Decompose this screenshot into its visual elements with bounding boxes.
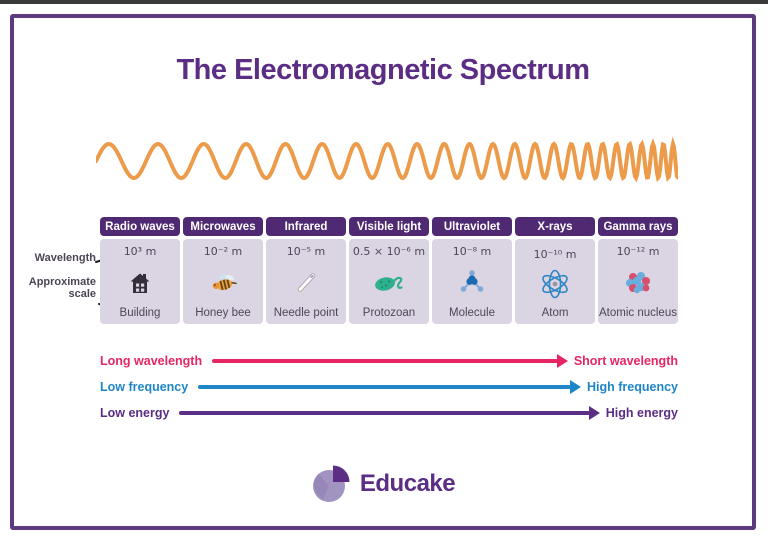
wavelength-value: 0.5 × 10⁻⁶ m — [352, 245, 426, 258]
trend-arrows: Long wavelength Short wavelength Low fre… — [100, 352, 678, 430]
atomic-nucleus-icon — [624, 267, 652, 299]
column-header: X-rays — [515, 217, 595, 236]
atom-icon — [539, 268, 571, 300]
spectrum-column-ultraviolet: Ultraviolet 10⁻⁸ m Molecule — [432, 217, 512, 324]
spectrum-column-gamma-rays: Gamma rays 10⁻¹² m A — [598, 217, 678, 324]
trend-right-label: Short wavelength — [573, 354, 678, 368]
scale-label: Needle point — [273, 307, 339, 319]
column-body: 10³ m Building — [100, 239, 180, 324]
honey-bee-icon — [208, 267, 238, 299]
column-header: Ultraviolet — [432, 217, 512, 236]
wavelength-value: 10⁻² m — [203, 245, 243, 258]
spectrum-table: Radio waves 10³ m Building — [100, 217, 678, 324]
em-wave-chirp — [96, 136, 678, 183]
trend-left-label: Low energy — [100, 406, 170, 420]
protozoan-icon — [372, 267, 406, 299]
page-title: The Electromagnetic Spectrum — [176, 54, 590, 86]
column-body: 10⁻⁸ m Molecule — [432, 239, 512, 324]
wavelength-value: 10⁻⁵ m — [286, 245, 326, 258]
needle-icon — [293, 267, 319, 299]
spectrum-column-visible-light: Visible light 0.5 × 10⁻⁶ m Protozoan — [349, 217, 429, 324]
approximate-scale-annotation: Approximate scale — [28, 276, 96, 300]
spectrum-column-infrared: Infrared 10⁻⁵ m Needle point — [266, 217, 346, 324]
column-body: 10⁻¹⁰ m Atom — [515, 239, 595, 324]
educake-logo-icon — [311, 464, 351, 504]
trend-right-label: High frequency — [587, 380, 678, 394]
frequency-trend-row: Low frequency High frequency — [100, 378, 678, 396]
spectrum-column-x-rays: X-rays 10⁻¹⁰ m Atom — [515, 217, 595, 324]
scale-label: Atomic nucleus — [599, 307, 677, 319]
wavelength-annotation: Wavelength — [34, 252, 96, 264]
scale-label: Protozoan — [362, 307, 416, 319]
column-body: 10⁻² m Honey bee — [183, 239, 263, 324]
wavelength-value: 10⁻⁸ m — [452, 245, 492, 258]
wavelength-value: 10⁻¹² m — [616, 245, 660, 258]
column-header: Gamma rays — [598, 217, 678, 236]
column-body: 10⁻⁵ m Needle point — [266, 239, 346, 324]
brand-name: Educake — [359, 470, 456, 497]
column-header: Radio waves — [100, 217, 180, 236]
column-body: 10⁻¹² m Atomic nucleus — [598, 239, 678, 324]
column-header: Microwaves — [183, 217, 263, 236]
window-top-edge — [0, 0, 768, 4]
building-icon — [127, 267, 153, 299]
brand-footer: Educake — [14, 464, 752, 504]
column-header: Visible light — [349, 217, 429, 236]
wavelength-value: 10⁻¹⁰ m — [533, 248, 577, 261]
trend-left-label: Low frequency — [100, 380, 189, 394]
wavelength-value: 10³ m — [123, 245, 157, 258]
spectrum-column-radio-waves: Radio waves 10³ m Building — [100, 217, 180, 324]
energy-trend-row: Low energy High energy — [100, 404, 678, 422]
wavelength-trend-row: Long wavelength Short wavelength — [100, 352, 678, 370]
scale-label: Molecule — [448, 307, 496, 319]
right-arrow — [179, 406, 601, 420]
right-arrow — [198, 380, 581, 394]
spectrum-column-microwaves: Microwaves 10⁻² m — [183, 217, 263, 324]
column-body: 0.5 × 10⁻⁶ m Protozoan — [349, 239, 429, 324]
molecule-icon — [457, 267, 487, 299]
trend-left-label: Long wavelength — [100, 354, 203, 368]
scale-label: Honey bee — [195, 307, 251, 319]
poster-frame: The Electromagnetic Spectrum Wavelength … — [10, 14, 756, 530]
scale-label: Atom — [541, 307, 569, 319]
scale-label: Building — [119, 307, 161, 319]
right-arrow — [212, 354, 568, 368]
column-header: Infrared — [266, 217, 346, 236]
trend-right-label: High energy — [605, 406, 678, 420]
